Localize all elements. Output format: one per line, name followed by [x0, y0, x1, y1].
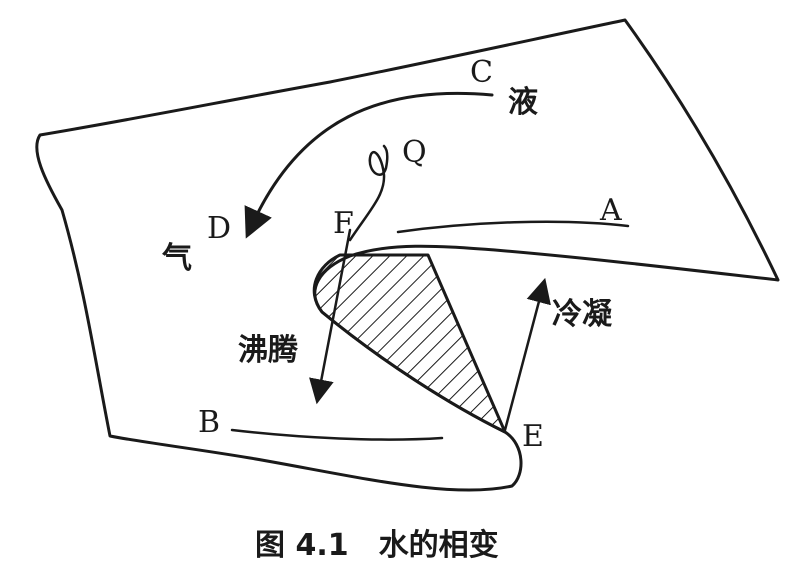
figure-caption: 图 4.1 水的相变 [255, 528, 499, 563]
curve-c-to-d [244, 91, 494, 239]
fold-hatched-region [312, 253, 507, 434]
label-boiling: 沸腾 [238, 333, 299, 368]
label-condensation: 冷凝 [552, 297, 613, 332]
label-gas: 气 [162, 241, 192, 276]
label-q: Q [402, 135, 427, 170]
label-d: D [207, 211, 231, 246]
label-e: E [522, 419, 544, 454]
label-liquid: 液 [508, 85, 538, 120]
label-f: F [333, 206, 354, 241]
label-b: B [198, 405, 220, 440]
condensation-arrow [503, 277, 551, 432]
label-c: C [470, 55, 493, 90]
boiling-arrow [309, 228, 352, 405]
curve-a [396, 220, 630, 234]
label-a: A [599, 193, 622, 228]
curve-q-loop [348, 144, 389, 242]
curve-b [230, 428, 444, 441]
